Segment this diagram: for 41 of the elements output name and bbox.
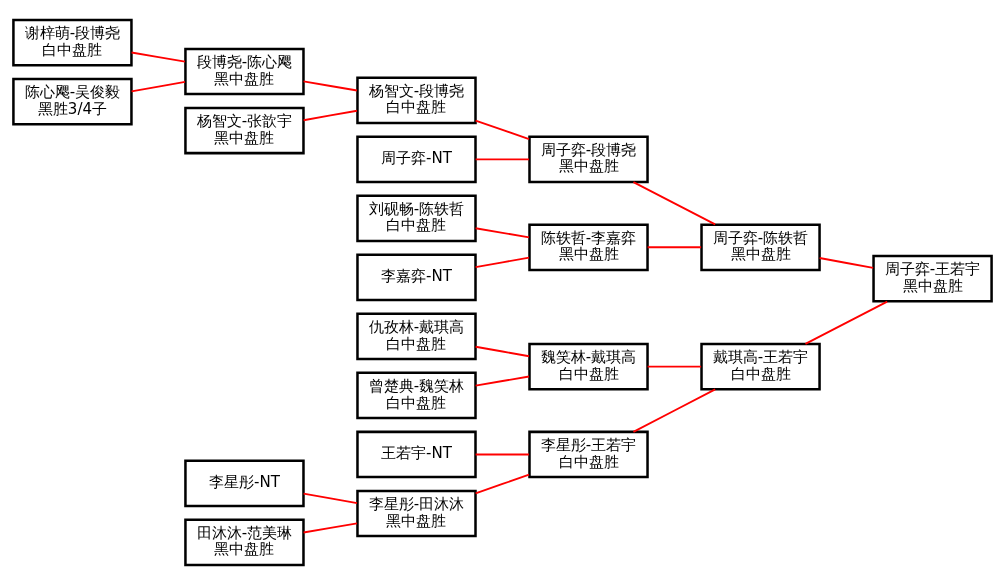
- connector: [474, 256, 531, 269]
- node-box: 曾楚典-魏笑林 白中盘胜: [356, 371, 477, 420]
- node-box: 陈轶哲-李嘉弈 黑中盘胜: [528, 223, 649, 272]
- connector: [130, 51, 186, 63]
- connector: [302, 522, 358, 534]
- node-box: 刘砚畅-陈轶哲 白中盘胜: [356, 194, 477, 243]
- connector: [818, 257, 875, 269]
- connector: [302, 109, 358, 122]
- node-box: 周子弈-陈轶哲 黑中盘胜: [700, 223, 821, 272]
- connector: [474, 119, 531, 141]
- node-box: 戴琪高-王若宇 白中盘胜: [700, 342, 821, 391]
- node-box: 杨智文-段博尧 白中盘胜: [356, 76, 477, 125]
- connector: [632, 388, 717, 433]
- connector: [804, 300, 889, 345]
- connector: [646, 246, 703, 249]
- node-box: 谢梓萌-段博尧 白中盘胜: [12, 18, 133, 67]
- connector: [474, 227, 531, 239]
- connector: [632, 181, 717, 226]
- node-box: 王若宇-NT: [356, 430, 477, 479]
- node-box: 李星彤-NT: [184, 459, 305, 508]
- connector: [302, 80, 358, 92]
- node-box: 周子弈-段博尧 黑中盘胜: [528, 135, 649, 184]
- node-box: 周子弈-NT: [356, 135, 477, 184]
- node-box: 陈心飔-吴俊毅 黑胜3/4子: [12, 77, 133, 126]
- node-box: 李嘉弈-NT: [356, 253, 477, 302]
- node-box: 李星彤-王若宇 白中盘胜: [528, 430, 649, 479]
- connector: [474, 345, 531, 358]
- connector: [646, 365, 703, 368]
- connector: [474, 473, 531, 495]
- node-box: 周子弈-王若宇 黑中盘胜: [872, 254, 993, 303]
- node-box: 仇孜林-戴琪高 白中盘胜: [356, 312, 477, 361]
- node-box: 段博尧-陈心飔 黑中盘胜: [184, 47, 305, 96]
- connector: [474, 158, 531, 161]
- connector: [130, 80, 186, 93]
- connector: [474, 453, 531, 456]
- node-box: 李星彤-田沐沐 黑中盘胜: [356, 489, 477, 538]
- connector: [474, 375, 531, 387]
- connector: [302, 492, 358, 505]
- node-box: 田沐沐-范美琳 黑中盘胜: [184, 518, 305, 567]
- node-box: 魏笑林-戴琪高 白中盘胜: [528, 342, 649, 391]
- node-box: 杨智文-张歆宇 黑中盘胜: [184, 106, 305, 155]
